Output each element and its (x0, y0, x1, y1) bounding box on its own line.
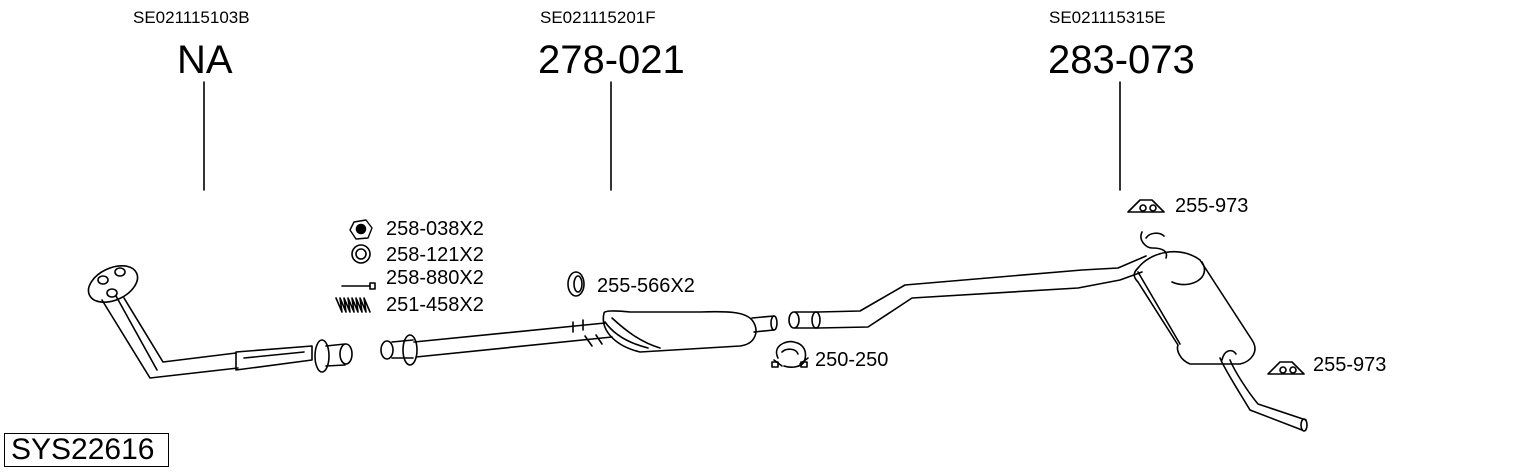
hanger-bottom-icon (1267, 361, 1305, 375)
ring-icon (351, 244, 371, 264)
nut-icon (349, 219, 373, 240)
front-pipe (87, 265, 353, 379)
rear-pipe-and-silencer (788, 231, 1308, 432)
hanger-top-part-label: 255-973 (1175, 195, 1249, 217)
gasket-part-label: 255-566X2 (597, 275, 695, 297)
middle-silencer-section (380, 310, 778, 366)
spring-icon (335, 297, 371, 313)
bolt-part-label: 258-880X2 (386, 267, 484, 289)
bolt-icon (341, 282, 376, 290)
section2-oe-code: SE021115201F (540, 8, 656, 27)
clamp-part-label: 250-250 (815, 349, 889, 371)
clamp-icon (771, 340, 809, 368)
hanger-top-icon (1127, 199, 1165, 213)
section1-part-number: NA (177, 38, 233, 82)
system-code-box: SYS22616 (4, 433, 169, 467)
section3-oe-code: SE021115315E (1049, 8, 1166, 27)
spring-part-label: 251-458X2 (386, 294, 484, 316)
section1-oe-code: SE021115103B (133, 8, 250, 27)
section2-part-number: 278-021 (538, 38, 685, 82)
nut-part-label: 258-038X2 (386, 218, 484, 240)
section3-part-number: 283-073 (1048, 38, 1195, 82)
hanger-bottom-part-label: 255-973 (1313, 354, 1387, 376)
gasket-icon (567, 271, 585, 297)
ring-part-label: 258-121X2 (386, 244, 484, 266)
